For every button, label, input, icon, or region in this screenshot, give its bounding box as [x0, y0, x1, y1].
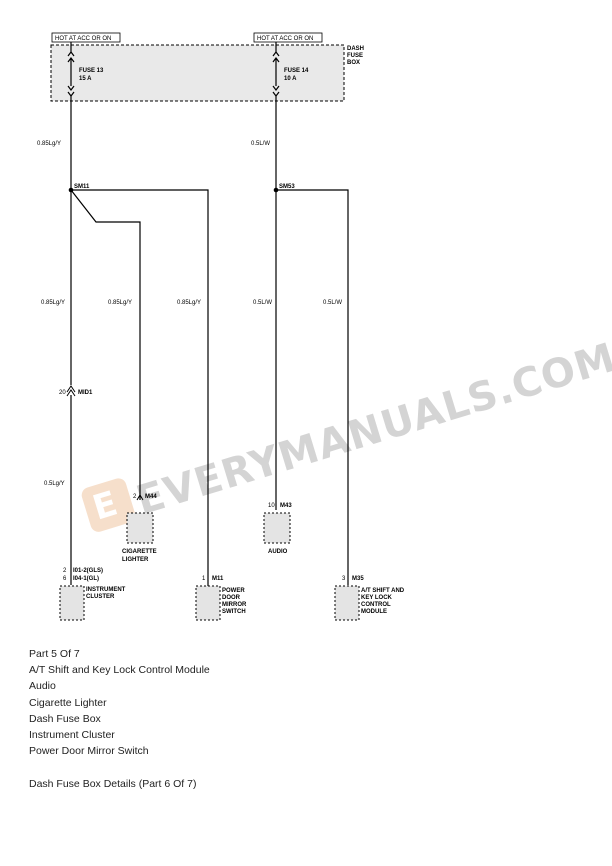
fuse-13-rating: 15 A [79, 76, 92, 82]
at-shift-label-4: MODULE [361, 609, 387, 615]
at-shift-key-lock-component [334, 585, 360, 621]
caption-item-power-door-mirror-switch: Power Door Mirror Switch [29, 745, 149, 758]
dash-fuse-box-label-3: BOX [347, 60, 360, 66]
watermark-logo-icon [81, 478, 136, 532]
caption-block: Part 5 Of 7 A/T Shift and Key Lock Contr… [29, 646, 589, 792]
at-shift-label-3: CONTROL [361, 602, 391, 608]
caption-item-instrument-cluster: Instrument Cluster [29, 729, 115, 742]
instrument-cluster-label-2: CLUSTER [86, 594, 115, 600]
m11-label: M11 [212, 576, 224, 582]
m44-pin: 2 [133, 494, 137, 500]
splice-label-sm53: SM53 [279, 184, 295, 190]
hot-label-2: HOT AT ACC OR ON [253, 32, 323, 43]
at-shift-label-2: KEY LOCK [361, 595, 393, 601]
dash-fuse-box-label-1: DASH [347, 46, 364, 52]
power-door-mirror-switch-component [195, 585, 221, 621]
m44-label: M44 [145, 494, 157, 500]
fuse-14-rating: 10 A [284, 76, 297, 82]
i01-label: I01-2(GLS) [73, 568, 103, 574]
hot-label-1: HOT AT ACC OR ON [51, 32, 121, 43]
wire-label-cluster: 0.5Lg/Y [44, 481, 65, 487]
splice-sm11 [68, 187, 74, 193]
hot-label-2-text: HOT AT ACC OR ON [257, 36, 313, 42]
m35-pin: 3 [342, 576, 346, 582]
caption-title: Part 5 Of 7 [29, 648, 80, 660]
caption-item-audio: Audio [29, 680, 56, 693]
wires [67, 42, 349, 620]
mid1-label: MID1 [78, 390, 93, 396]
cigarette-lighter-component [126, 512, 154, 544]
power-door-mirror-switch-label-1: POWER [222, 588, 245, 594]
dash-fuse-box [50, 44, 345, 102]
i01-pin: 2 [63, 568, 67, 574]
fuse-14-icon [272, 51, 280, 97]
i04-label: I04-1(GL) [73, 576, 99, 582]
watermark-text: EVERYMANUALS.COM [131, 335, 612, 525]
audio-label: AUDIO [268, 549, 288, 555]
wire-label-col3: 0.85Lg/Y [177, 300, 201, 306]
caption-footer: Dash Fuse Box Details (Part 6 Of 7) [29, 777, 197, 790]
dash-fuse-box-label-2: FUSE [347, 53, 363, 59]
at-shift-label-1: A/T SHIFT AND [361, 588, 405, 594]
fuse-13-icon [67, 51, 75, 97]
wire-label-col1: 0.85Lg/Y [41, 300, 65, 306]
watermark: E EVERYMANUALS.COM [81, 335, 612, 532]
audio-component [263, 512, 291, 544]
instrument-cluster-component [59, 585, 85, 621]
splice-sm53 [273, 187, 279, 193]
wire-label-fuse13: 0.85Lg/Y [37, 141, 61, 147]
i04-pin: 6 [63, 576, 67, 582]
power-door-mirror-switch-label-4: SWITCH [222, 609, 246, 615]
m43-label: M43 [280, 503, 292, 509]
m44-connector-icon [136, 494, 144, 501]
cigarette-lighter-label-1: CIGARETTE [122, 549, 157, 555]
m35-label: M35 [352, 576, 364, 582]
fuse-13-name: FUSE 13 [79, 68, 104, 74]
power-door-mirror-switch-label-3: MIRROR [222, 602, 247, 608]
splice-label-sm11: SM11 [74, 184, 90, 190]
power-door-mirror-switch-label-2: DOOR [222, 595, 241, 601]
m43-pin: 10 [268, 503, 275, 509]
wire-label-col2: 0.85Lg/Y [108, 300, 132, 306]
caption-item-at-shift: A/T Shift and Key Lock Control Module [29, 664, 210, 677]
wire-label-col5: 0.5L/W [323, 300, 342, 306]
fuse-14-name: FUSE 14 [284, 68, 309, 74]
wiring-schematic: E EVERYMANUALS.COM HOT AT ACC OR ON HOT … [37, 32, 612, 621]
mid1-connector-icon [66, 385, 76, 397]
wire-label-fuse14: 0.5L/W [251, 141, 270, 147]
wire-label-col4: 0.5L/W [253, 300, 272, 306]
caption-item-cigarette-lighter: Cigarette Lighter [29, 696, 107, 709]
caption-item-dash-fuse-box: Dash Fuse Box [29, 712, 101, 725]
mid1-pin: 20 [59, 390, 66, 396]
hot-label-1-text: HOT AT ACC OR ON [55, 36, 111, 42]
m11-pin: 1 [202, 576, 206, 582]
cigarette-lighter-label-2: LIGHTER [122, 557, 149, 563]
instrument-cluster-label-1: INSTRUMENT [86, 587, 126, 593]
